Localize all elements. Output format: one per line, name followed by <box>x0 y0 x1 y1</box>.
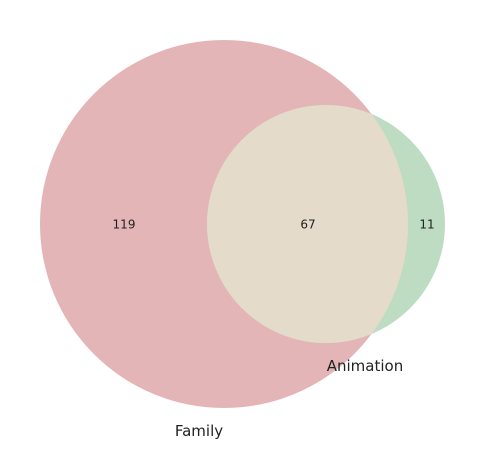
intersection-count: 67 <box>300 218 315 232</box>
family-only-count: 119 <box>113 218 136 232</box>
intersection-region <box>207 105 408 343</box>
family-set-label: Family <box>175 422 223 440</box>
animation-set-label: Animation <box>327 357 403 375</box>
animation-only-count: 11 <box>419 218 434 232</box>
